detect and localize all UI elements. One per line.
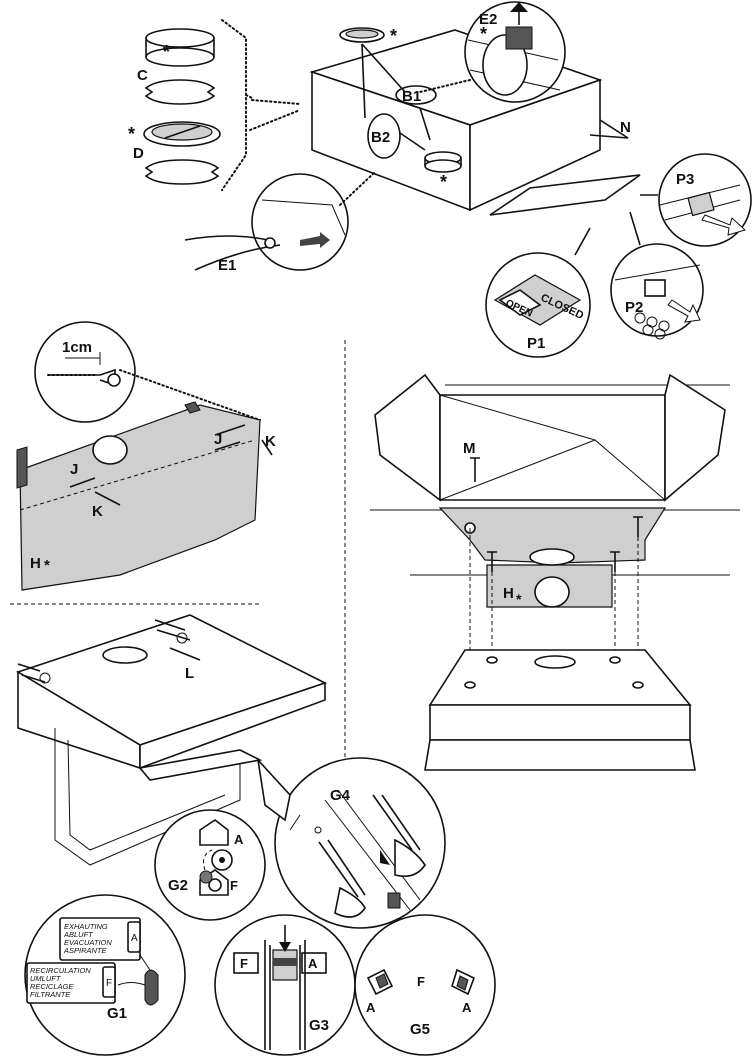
label-n: N <box>620 119 631 136</box>
label-g5: G5 <box>410 1021 430 1038</box>
plate-exhausting-4: ASPIRANTE <box>63 946 108 955</box>
label-p2: P2 <box>625 299 643 316</box>
label-asterisk-d: * <box>128 124 135 144</box>
label-d: D <box>133 145 144 162</box>
label-g2: G2 <box>168 877 188 894</box>
label-1cm: 1cm <box>62 339 92 356</box>
flange-c <box>146 29 214 104</box>
label-j-upper: J <box>214 431 222 448</box>
detail-p3 <box>640 154 751 246</box>
label-h-left: H <box>30 555 41 572</box>
wall-panel <box>17 402 272 590</box>
plate-recirculation-letter: F <box>106 978 112 989</box>
label-p1: P1 <box>527 335 545 352</box>
label-h-right: H <box>503 585 514 602</box>
label-k-upper: K <box>265 433 276 450</box>
label-asterisk-b1: * <box>390 26 397 46</box>
label-g2-a: A <box>234 832 244 847</box>
label-e1: E1 <box>218 257 236 274</box>
label-g5-f: F <box>417 974 425 989</box>
label-g2-f: F <box>230 878 238 893</box>
flange-d <box>144 122 220 184</box>
plate-recirculation-4: FILTRANTE <box>30 990 71 999</box>
label-j-lower: J <box>70 461 78 478</box>
zoom-bracket <box>222 20 300 190</box>
detail-1cm <box>35 322 260 422</box>
label-asterisk-e2: * <box>480 24 487 44</box>
label-g5-a-right: A <box>462 1000 472 1015</box>
label-g1: G1 <box>107 1005 127 1022</box>
label-asterisk-c: * <box>163 42 170 62</box>
detail-g2 <box>155 810 265 920</box>
chimney-mount <box>370 375 740 685</box>
label-g4: G4 <box>330 787 351 804</box>
label-b1: B1 <box>402 88 421 105</box>
label-m: M <box>463 440 476 457</box>
label-l: L <box>185 665 194 682</box>
detail-e1 <box>185 172 375 270</box>
label-asterisk-h-right: * <box>516 591 522 607</box>
label-asterisk-h-left: * <box>44 557 50 574</box>
plate-exhausting-letter: A <box>131 933 138 944</box>
detail-g4 <box>258 758 445 928</box>
label-p3: P3 <box>676 171 694 188</box>
label-g3-a: A <box>308 956 318 971</box>
label-b2: B2 <box>371 129 390 146</box>
label-k-lower: K <box>92 503 103 520</box>
label-c: C <box>137 67 148 84</box>
label-g3: G3 <box>309 1017 329 1034</box>
label-asterisk-collar: * <box>440 172 447 192</box>
detail-g3 <box>215 915 355 1055</box>
label-g3-f: F <box>240 956 248 971</box>
label-g5-a-left: A <box>366 1000 376 1015</box>
hood-bottom-right <box>425 650 695 770</box>
